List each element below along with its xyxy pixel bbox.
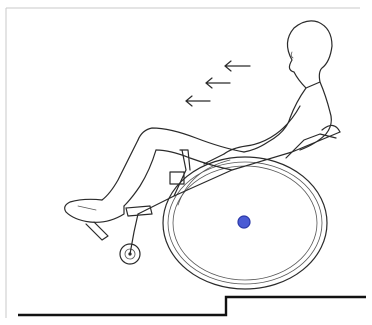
- figure-frame: [6, 8, 360, 318]
- caster-fork: [130, 214, 138, 254]
- wheelchair-frame: [126, 125, 340, 216]
- person-shoe-detail: [78, 206, 96, 210]
- person-thigh-top: [138, 128, 244, 152]
- motion-arrows: [186, 61, 250, 106]
- push-handle: [322, 125, 340, 132]
- footrest-plate: [86, 222, 108, 240]
- seated-person: [65, 21, 332, 222]
- frame-backrest-brace: [286, 134, 336, 158]
- footplate-bracket: [126, 206, 152, 216]
- rear-wheel-hub: [238, 216, 250, 228]
- person-front-torso: [244, 88, 306, 152]
- rear-wheel: [163, 157, 327, 289]
- person-ear: [291, 52, 293, 58]
- frame-seat-rail: [138, 132, 340, 214]
- person-shin-front: [102, 140, 138, 200]
- person-foot: [65, 199, 124, 222]
- ground-step-line: [18, 297, 366, 315]
- arrow-left-icon: [206, 78, 230, 88]
- caster-wheel: [120, 214, 140, 264]
- arrow-left-icon: [186, 96, 210, 106]
- arrow-left-icon: [225, 61, 250, 71]
- person-head: [287, 21, 332, 88]
- person-upper-arm: [224, 106, 300, 154]
